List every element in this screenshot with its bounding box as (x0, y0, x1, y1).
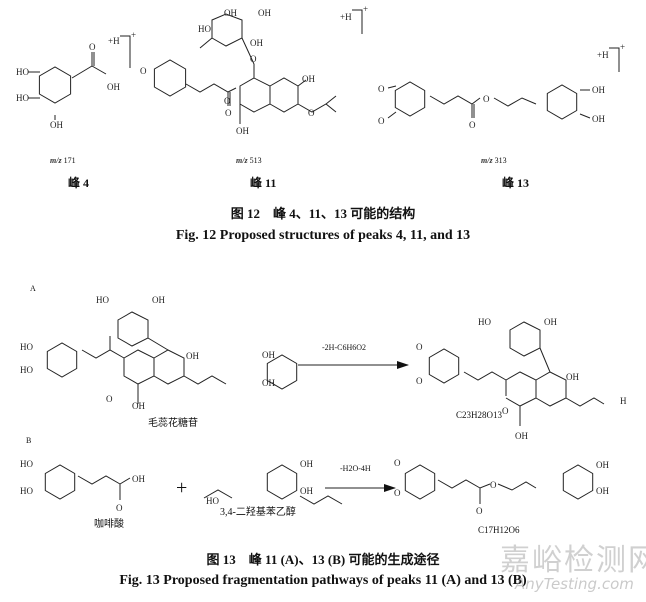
figure-13-caption-en: Fig. 13 Proposed fragmentation pathways … (119, 573, 527, 588)
mz-peak-13: m/z 313 (481, 156, 507, 165)
svg-text:HO: HO (206, 496, 219, 506)
svg-text:OH: OH (262, 378, 275, 388)
svg-text:O: O (394, 458, 401, 468)
product-b-formula: C17H12O6 (478, 525, 520, 535)
mz-peak-11: m/z 513 (236, 156, 262, 165)
svg-text:HO: HO (20, 365, 33, 375)
svg-text:OH: OH (566, 372, 579, 382)
svg-text:+: + (620, 42, 625, 52)
svg-text:O: O (378, 116, 385, 126)
svg-text:OH: OH (224, 8, 237, 18)
verbascoside-name: 毛蕊花糖苷 (148, 418, 198, 429)
svg-text:O: O (378, 84, 385, 94)
svg-text:OH: OH (302, 74, 315, 84)
svg-text:+: + (363, 4, 368, 14)
svg-text:OH: OH (515, 431, 528, 441)
svg-text:O: O (89, 42, 96, 52)
svg-text:OH: OH (596, 486, 609, 496)
svg-text:O: O (476, 506, 483, 516)
svg-text:OH: OH (262, 350, 275, 360)
figure-12-caption-zh: 图 12 峰 4、11、13 可能的结构 (230, 206, 416, 221)
svg-text:OH: OH (596, 460, 609, 470)
svg-text:OH: OH (592, 85, 605, 95)
svg-text:O: O (394, 488, 401, 498)
svg-text:OH: OH (132, 401, 145, 411)
svg-text:O: O (250, 54, 257, 64)
mz-peak-4: m/z 171 (50, 156, 76, 165)
panel-a-label: A (30, 284, 36, 293)
watermark-logo: 嘉峪检测网 (500, 543, 646, 578)
svg-text:O: O (224, 96, 231, 106)
product-a-formula: C23H28O13 (456, 410, 503, 420)
arrow-a-label: -2H-C6H6O2 (322, 343, 366, 352)
panel-b-label: B (26, 436, 32, 445)
svg-text:O: O (106, 394, 113, 404)
svg-text:+H: +H (597, 50, 609, 60)
aromatic-ring (44, 464, 76, 500)
caffeic-acid-name: 咖啡酸 (94, 519, 124, 530)
dihydroxyphenylethanol-name: 3,4-二羟基苯乙醇 (220, 507, 296, 518)
svg-text:HO: HO (198, 24, 211, 34)
aromatic-ring (394, 81, 426, 117)
svg-text:HO: HO (20, 486, 33, 496)
svg-text:OH: OH (544, 317, 557, 327)
svg-text:HO: HO (96, 295, 109, 305)
aromatic-ring (266, 354, 298, 390)
svg-text:OH: OH (592, 114, 605, 124)
arrow-b-label: -H2O-4H (340, 464, 371, 473)
svg-text:+: + (131, 30, 136, 40)
aromatic-ring (404, 464, 436, 500)
svg-text:OH: OH (50, 120, 63, 130)
figure-12-caption-en: Fig. 12 Proposed structures of peaks 4, … (175, 228, 471, 243)
svg-text:O: O (416, 342, 423, 352)
aromatic-ring (38, 66, 72, 104)
aromatic-ring (153, 59, 187, 97)
peak-11-label: 峰 11 (250, 176, 277, 190)
svg-text:OH: OH (300, 459, 313, 469)
panel-a-reactant: HO HO O OH OH OH OH HO OH (20, 295, 275, 411)
aromatic-ring (46, 342, 78, 378)
structure-peak-4: HO HO OH O OH +H + (16, 30, 136, 130)
aromatic-ring (562, 464, 594, 500)
svg-text:O: O (490, 480, 497, 490)
svg-text:HO: HO (478, 317, 491, 327)
svg-text:O: O (502, 406, 509, 416)
panel-b-structures: HO HO OH O HO OH OH O O O O OH OH (20, 458, 609, 516)
peak-13-label: 峰 13 (502, 176, 530, 190)
svg-text:O: O (483, 94, 490, 104)
svg-text:O: O (140, 66, 147, 76)
figure-13-caption-zh: 图 13 峰 11 (A)、13 (B) 可能的生成途径 (206, 552, 440, 567)
svg-text:OH: OH (152, 295, 165, 305)
svg-text:O: O (469, 120, 476, 130)
svg-text:HO: HO (16, 93, 29, 103)
svg-text:OH: OH (132, 474, 145, 484)
svg-text:OH: OH (236, 126, 249, 136)
svg-text:OH: OH (258, 8, 271, 18)
svg-text:OH: OH (107, 82, 120, 92)
aromatic-ring (428, 348, 460, 384)
svg-text:O: O (116, 503, 123, 513)
peak-4-label: 峰 4 (68, 176, 90, 190)
svg-text:HO: HO (20, 342, 33, 352)
aromatic-ring (266, 464, 298, 500)
svg-text:O: O (416, 376, 423, 386)
svg-text:H: H (620, 396, 627, 406)
svg-text:OH: OH (300, 486, 313, 496)
watermark-url: AnyTesting.com (515, 575, 634, 593)
svg-text:+H: +H (108, 36, 120, 46)
svg-text:HO: HO (20, 459, 33, 469)
aromatic-ring (546, 84, 578, 120)
structure-peak-13: O O O O OH OH +H + (378, 42, 625, 130)
plus-sign: + (176, 477, 188, 499)
svg-text:HO: HO (16, 67, 29, 77)
panel-a-product: O O O OH OH H HO OH (416, 317, 627, 441)
svg-text:+H: +H (340, 12, 352, 22)
structure-peak-11: O O O O OH OH OH HO OH OH O +H + (140, 4, 368, 136)
svg-text:O: O (225, 108, 232, 118)
svg-text:OH: OH (250, 38, 263, 48)
svg-text:O: O (308, 108, 315, 118)
svg-text:OH: OH (186, 351, 199, 361)
